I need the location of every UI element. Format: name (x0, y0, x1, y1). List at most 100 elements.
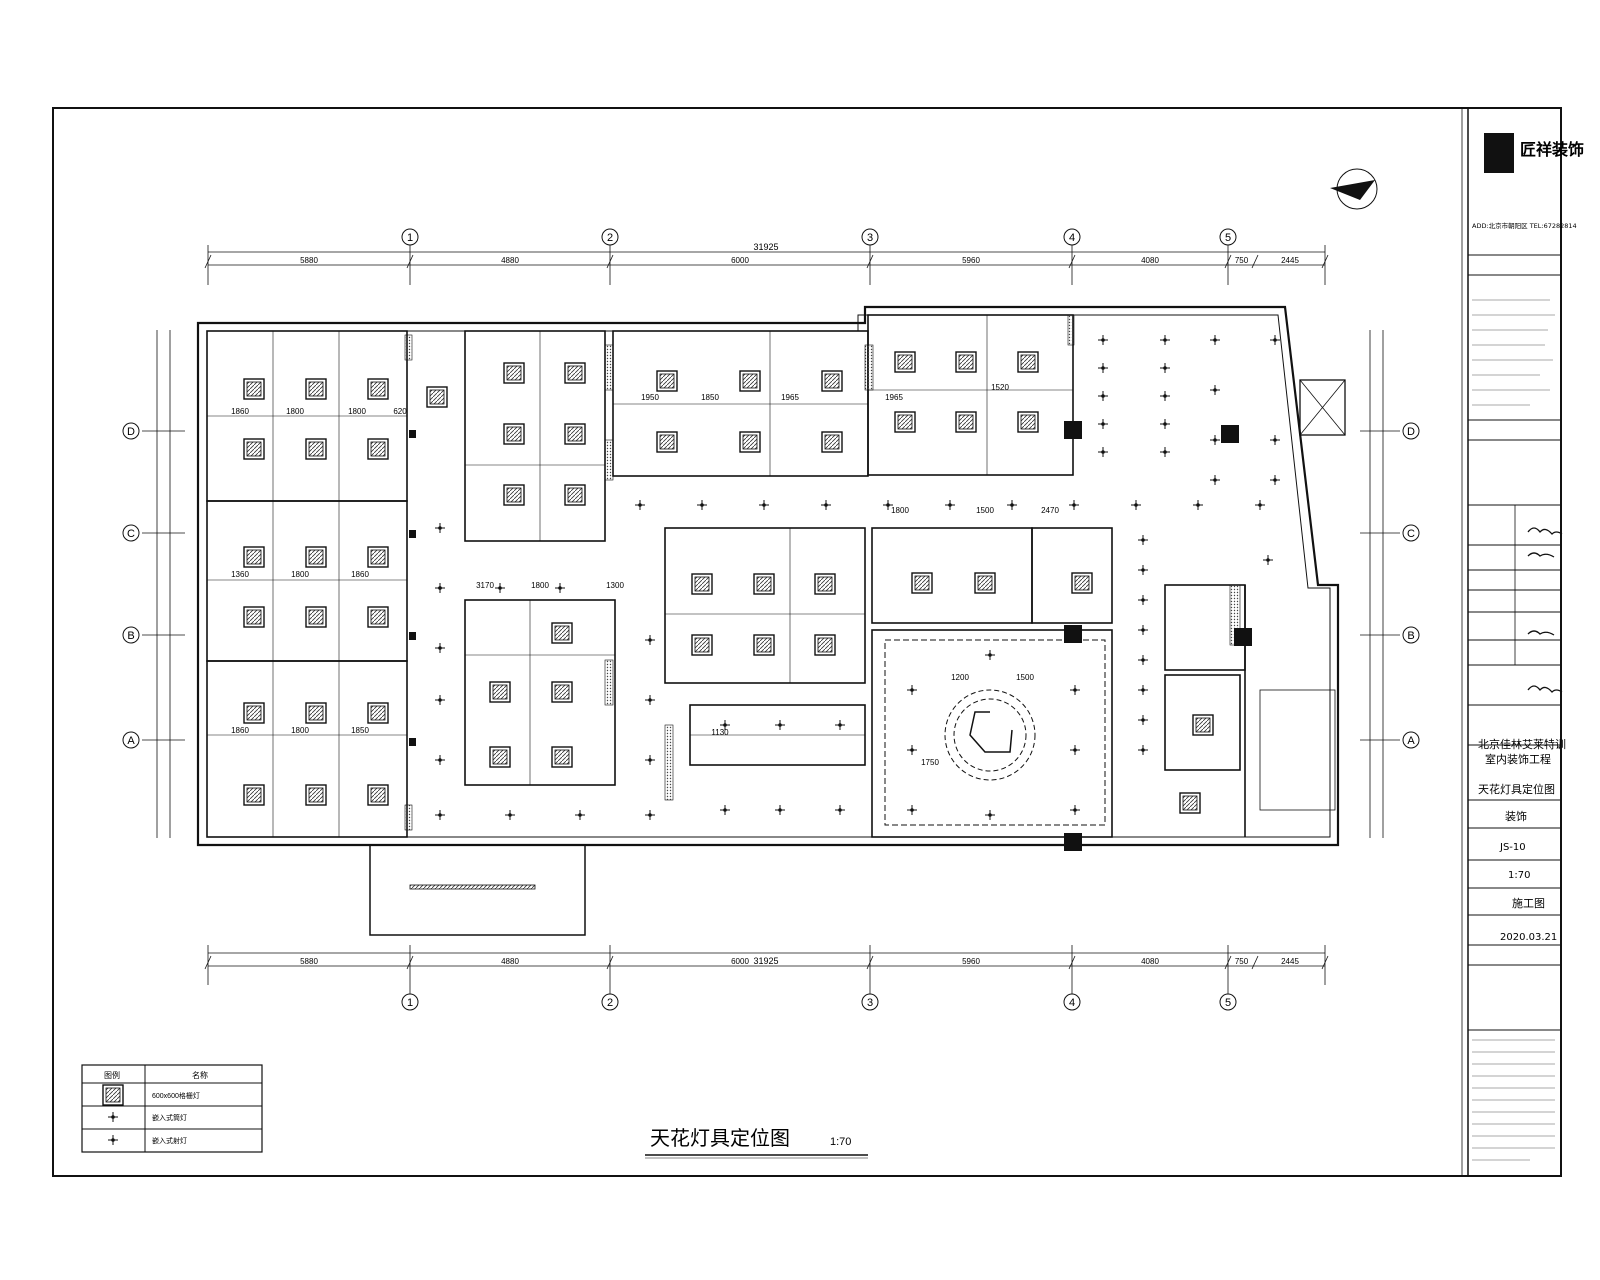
grille-light-icon (367, 606, 389, 628)
grille-light-icon (894, 411, 916, 433)
spotlight-icon (984, 649, 996, 661)
segment-dimension: 750 (1235, 256, 1249, 265)
axis-label-B: B (127, 630, 134, 642)
spotlight-icon (834, 804, 846, 816)
room-dimension: 2470 (1041, 506, 1059, 515)
axis-bubble-C (122, 524, 140, 542)
drawing-scale: 1:70 (830, 1136, 851, 1148)
axis-bubble-A (1402, 731, 1420, 749)
grille-light-icon (305, 378, 327, 400)
spotlight-icon (1130, 499, 1142, 511)
room-dimension: 1520 (991, 383, 1009, 392)
spotlight-icon (1137, 744, 1149, 756)
spotlight-icon (1006, 499, 1018, 511)
segment-dimension: 4880 (501, 256, 519, 265)
spotlight-icon (906, 744, 918, 756)
spotlight-icon (1137, 564, 1149, 576)
segment-dimension: 5880 (300, 256, 318, 265)
spotlight-icon (1137, 534, 1149, 546)
grille-light-icon (243, 702, 265, 724)
project-name-line2: 室内装饰工程 (1485, 752, 1551, 766)
grille-light-icon (753, 634, 775, 656)
room-dimension: 1860 (231, 407, 249, 416)
spotlight-icon (1137, 594, 1149, 606)
spotlight-icon (1159, 418, 1171, 430)
grille-light-icon (305, 606, 327, 628)
spotlight-icon (774, 719, 786, 731)
title-block: 匠祥装饰 ADD:北京市朝阳区 TEL:67282814 (1461, 107, 1584, 1177)
spotlight-icon (434, 522, 446, 534)
grille-light-icon (656, 370, 678, 392)
grille-light-icon (367, 438, 389, 460)
room-dimension: 1965 (885, 393, 903, 402)
grille-light-icon (243, 378, 265, 400)
spotlight-icon (504, 809, 516, 821)
grille-light-icon (367, 784, 389, 806)
axis-bubble-5 (1219, 993, 1237, 1011)
spotlight-icon (1097, 446, 1109, 458)
grille-light-icon (739, 431, 761, 453)
grille-light-icon (814, 573, 836, 595)
switch-icon (409, 430, 416, 438)
axis-label-5: 5 (1225, 232, 1231, 244)
grille-light-icon (243, 438, 265, 460)
spotlight-icon (906, 804, 918, 816)
axis-label-A: A (127, 735, 135, 747)
grille-light-icon (691, 634, 713, 656)
grille-light-icon (814, 634, 836, 656)
axis-bubble-2 (601, 993, 619, 1011)
spotlight-icon (758, 499, 770, 511)
grille-light-icon (367, 546, 389, 568)
spotlight-icon (1069, 804, 1081, 816)
spotlight-icon (1068, 499, 1080, 511)
spotlight-icon (1254, 499, 1266, 511)
room-dimension: 620 (393, 407, 407, 416)
grille-light-icon (367, 378, 389, 400)
drawing-border (52, 107, 1562, 1177)
axis-bubble-3 (861, 993, 879, 1011)
room-dimension: 3170 (476, 581, 494, 590)
switch-icon (409, 632, 416, 640)
spotlight-icon (1069, 744, 1081, 756)
grille-light-icon (305, 438, 327, 460)
axis-bubble-D (1402, 422, 1420, 440)
axis-bubble-4 (1063, 993, 1081, 1011)
grille-light-icon (243, 606, 265, 628)
grille-light-icon (821, 370, 843, 392)
axis-label-5: 5 (1225, 997, 1231, 1009)
grille-light-icon (1017, 411, 1039, 433)
room-dimension: 1860 (231, 726, 249, 735)
axis-bubble-3 (861, 228, 879, 246)
spotlight-icon (1137, 684, 1149, 696)
axis-label-2: 2 (607, 232, 613, 244)
grille-light-icon (911, 572, 933, 594)
spotlight-icon (774, 804, 786, 816)
total-dimension-top: 31925 (753, 242, 778, 252)
access-panel-icon (1064, 833, 1082, 851)
grille-light-icon (691, 573, 713, 595)
interior-walls (206, 314, 1246, 838)
spotlight-icon (1269, 334, 1281, 346)
grille-light-icon (955, 351, 977, 373)
company-address: ADD:北京市朝阳区 TEL:67282814 (1472, 221, 1577, 230)
room-dimension: 1200 (951, 673, 969, 682)
axis-bubble-C (1402, 524, 1420, 542)
grille-light-icon (367, 702, 389, 724)
access-panel-icon (1064, 625, 1082, 643)
spotlight-icon (1159, 446, 1171, 458)
axis-label-3: 3 (867, 997, 873, 1009)
room-dimension: 1750 (921, 758, 939, 767)
spotlight-icon (1159, 334, 1171, 346)
axis-bubble-4 (1063, 228, 1081, 246)
grille-light-icon (551, 746, 573, 768)
grille-light-icon (305, 784, 327, 806)
axis-label-D: D (1407, 426, 1415, 438)
grille-light-icon (656, 431, 678, 453)
stair-right (1259, 379, 1346, 811)
company-logo-text: 匠祥装饰 (1520, 140, 1584, 159)
room-dimension: 1965 (781, 393, 799, 402)
spotlight-icon (1209, 384, 1221, 396)
segment-dimension: 4080 (1141, 256, 1159, 265)
